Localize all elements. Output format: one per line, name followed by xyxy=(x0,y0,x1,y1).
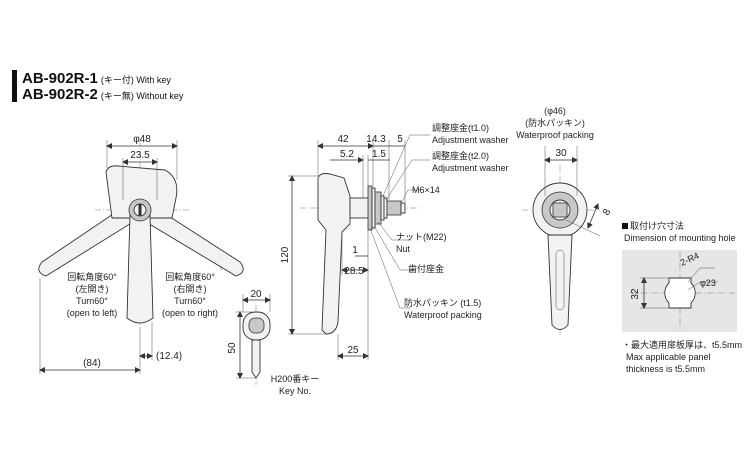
front-view: φ48 23.5 (84) (12.4) 回転角度60° (左開き) Turn6… xyxy=(38,134,244,374)
washer2-jp: 調整座金(t2.0) xyxy=(432,150,489,161)
mounting-dim-23: φ23 xyxy=(700,278,716,288)
toothed-washer-label: 歯付座金 xyxy=(408,263,444,274)
side-dim-5-2: 5.2 xyxy=(340,149,354,160)
side-cam xyxy=(386,200,402,216)
mounting-note-jp: ・最大適用扉板厚は、t5.5mm xyxy=(622,339,742,350)
rear-gasket-jp: (防水パッキン) xyxy=(525,117,585,128)
rear-dim-46: (φ46) xyxy=(544,106,566,116)
model-1-desc: (キー付) With key xyxy=(100,75,171,85)
side-gasket xyxy=(367,185,373,231)
mounting-hole: 取付け穴寸法 Dimension of mounting hole 32 2-R… xyxy=(622,220,742,374)
mounting-title-en: Dimension of mounting hole xyxy=(624,233,736,243)
side-dim-120: 120 xyxy=(280,246,291,263)
handle-vertical xyxy=(126,214,154,324)
key-label-en: Key No. xyxy=(279,386,311,396)
handle-rotated-right xyxy=(145,203,244,277)
left-turn-en2: (open to left) xyxy=(67,308,118,318)
mounting-note-en1: Max applicable panel xyxy=(626,352,711,362)
right-turn-jp: 回転角度60° xyxy=(165,271,215,282)
side-gasket-jp: 防水パッキン (t1.5) xyxy=(404,297,481,308)
dim-48: φ48 xyxy=(133,134,151,145)
mounting-note-en2: thickness is t5.5mm xyxy=(626,364,705,374)
rear-handle xyxy=(547,234,573,330)
model-2-code: AB-902R-2 xyxy=(22,86,98,103)
handle-head xyxy=(105,165,178,219)
key-view: 20 50 H200番キー Key No. xyxy=(227,289,319,396)
keyway-slot xyxy=(138,204,142,216)
dim-12-4: (12.4) xyxy=(156,351,182,362)
left-turn-jp: 回転角度60° xyxy=(67,271,117,282)
key-dim-height: 50 xyxy=(227,342,238,354)
rear-dim-8: 8 xyxy=(601,207,614,218)
rear-view: (φ46) (防水パッキン) Waterproof packing 30 8 xyxy=(516,106,614,335)
side-toothed-washer xyxy=(371,187,376,229)
thread-label: M6×14 xyxy=(412,185,440,195)
side-dim-14-3: 14.3 xyxy=(366,134,386,145)
rear-handle-slot xyxy=(555,249,565,311)
key-dim-width: 20 xyxy=(250,289,262,300)
side-dim-1-5: 1.5 xyxy=(372,149,386,160)
rear-square-shaft xyxy=(552,202,568,218)
left-turn-jp2: (左開き) xyxy=(76,283,109,294)
mounting-hole-shape xyxy=(664,277,696,309)
side-gasket-en: Waterproof packing xyxy=(404,310,482,320)
side-washer-1 xyxy=(380,195,385,221)
model-1-title: AB-902R-1(キー付) With key xyxy=(22,70,171,88)
model-2-desc: (キー無) Without key xyxy=(100,91,184,101)
key-label-jp: H200番キー xyxy=(271,373,320,384)
rear-dim-30: 30 xyxy=(555,148,567,159)
dim-84: (84) xyxy=(83,358,101,369)
side-dim-1: 1 xyxy=(352,245,358,256)
right-turn-en2: (open to right) xyxy=(162,308,218,318)
side-dim-25: 25 xyxy=(347,345,359,356)
side-handle xyxy=(317,173,351,335)
dim-23-5: 23.5 xyxy=(130,150,150,161)
key-blade xyxy=(251,339,261,379)
rear-gasket-en: Waterproof packing xyxy=(516,130,594,140)
mounting-title-jp: 取付け穴寸法 xyxy=(630,220,684,231)
nut-jp: ナット(M22) xyxy=(396,232,447,242)
title-accent-bar xyxy=(12,70,17,102)
washer1-jp: 調整座金(t1.0) xyxy=(432,122,489,133)
left-turn-en: Turn60° xyxy=(76,296,108,306)
side-dim-28-5: 28.5 xyxy=(344,266,364,277)
side-screw xyxy=(400,202,406,214)
washer1-en: Adjustment washer xyxy=(432,135,509,145)
handle-rotated-left xyxy=(38,203,134,277)
model-1-code: AB-902R-1 xyxy=(22,70,98,87)
side-view: 42 14.3 5 5.2 1.5 120 1 28.5 25 調整座金(t1.… xyxy=(280,122,509,360)
mounting-title-marker xyxy=(622,223,628,229)
side-dim-42: 42 xyxy=(337,134,349,145)
side-shaft xyxy=(349,197,371,219)
washer2-en: Adjustment washer xyxy=(432,163,509,173)
side-washer-2 xyxy=(383,197,388,219)
side-nut xyxy=(374,191,382,225)
model-2-title: AB-902R-2(キー無) Without key xyxy=(22,86,183,104)
side-dim-5: 5 xyxy=(397,134,403,145)
mounting-dim-32: 32 xyxy=(630,288,641,300)
key-bow-hole xyxy=(248,317,265,334)
right-turn-en: Turn60° xyxy=(174,296,206,306)
nut-en: Nut xyxy=(396,244,411,254)
right-turn-jp2: (右開き) xyxy=(174,283,207,294)
